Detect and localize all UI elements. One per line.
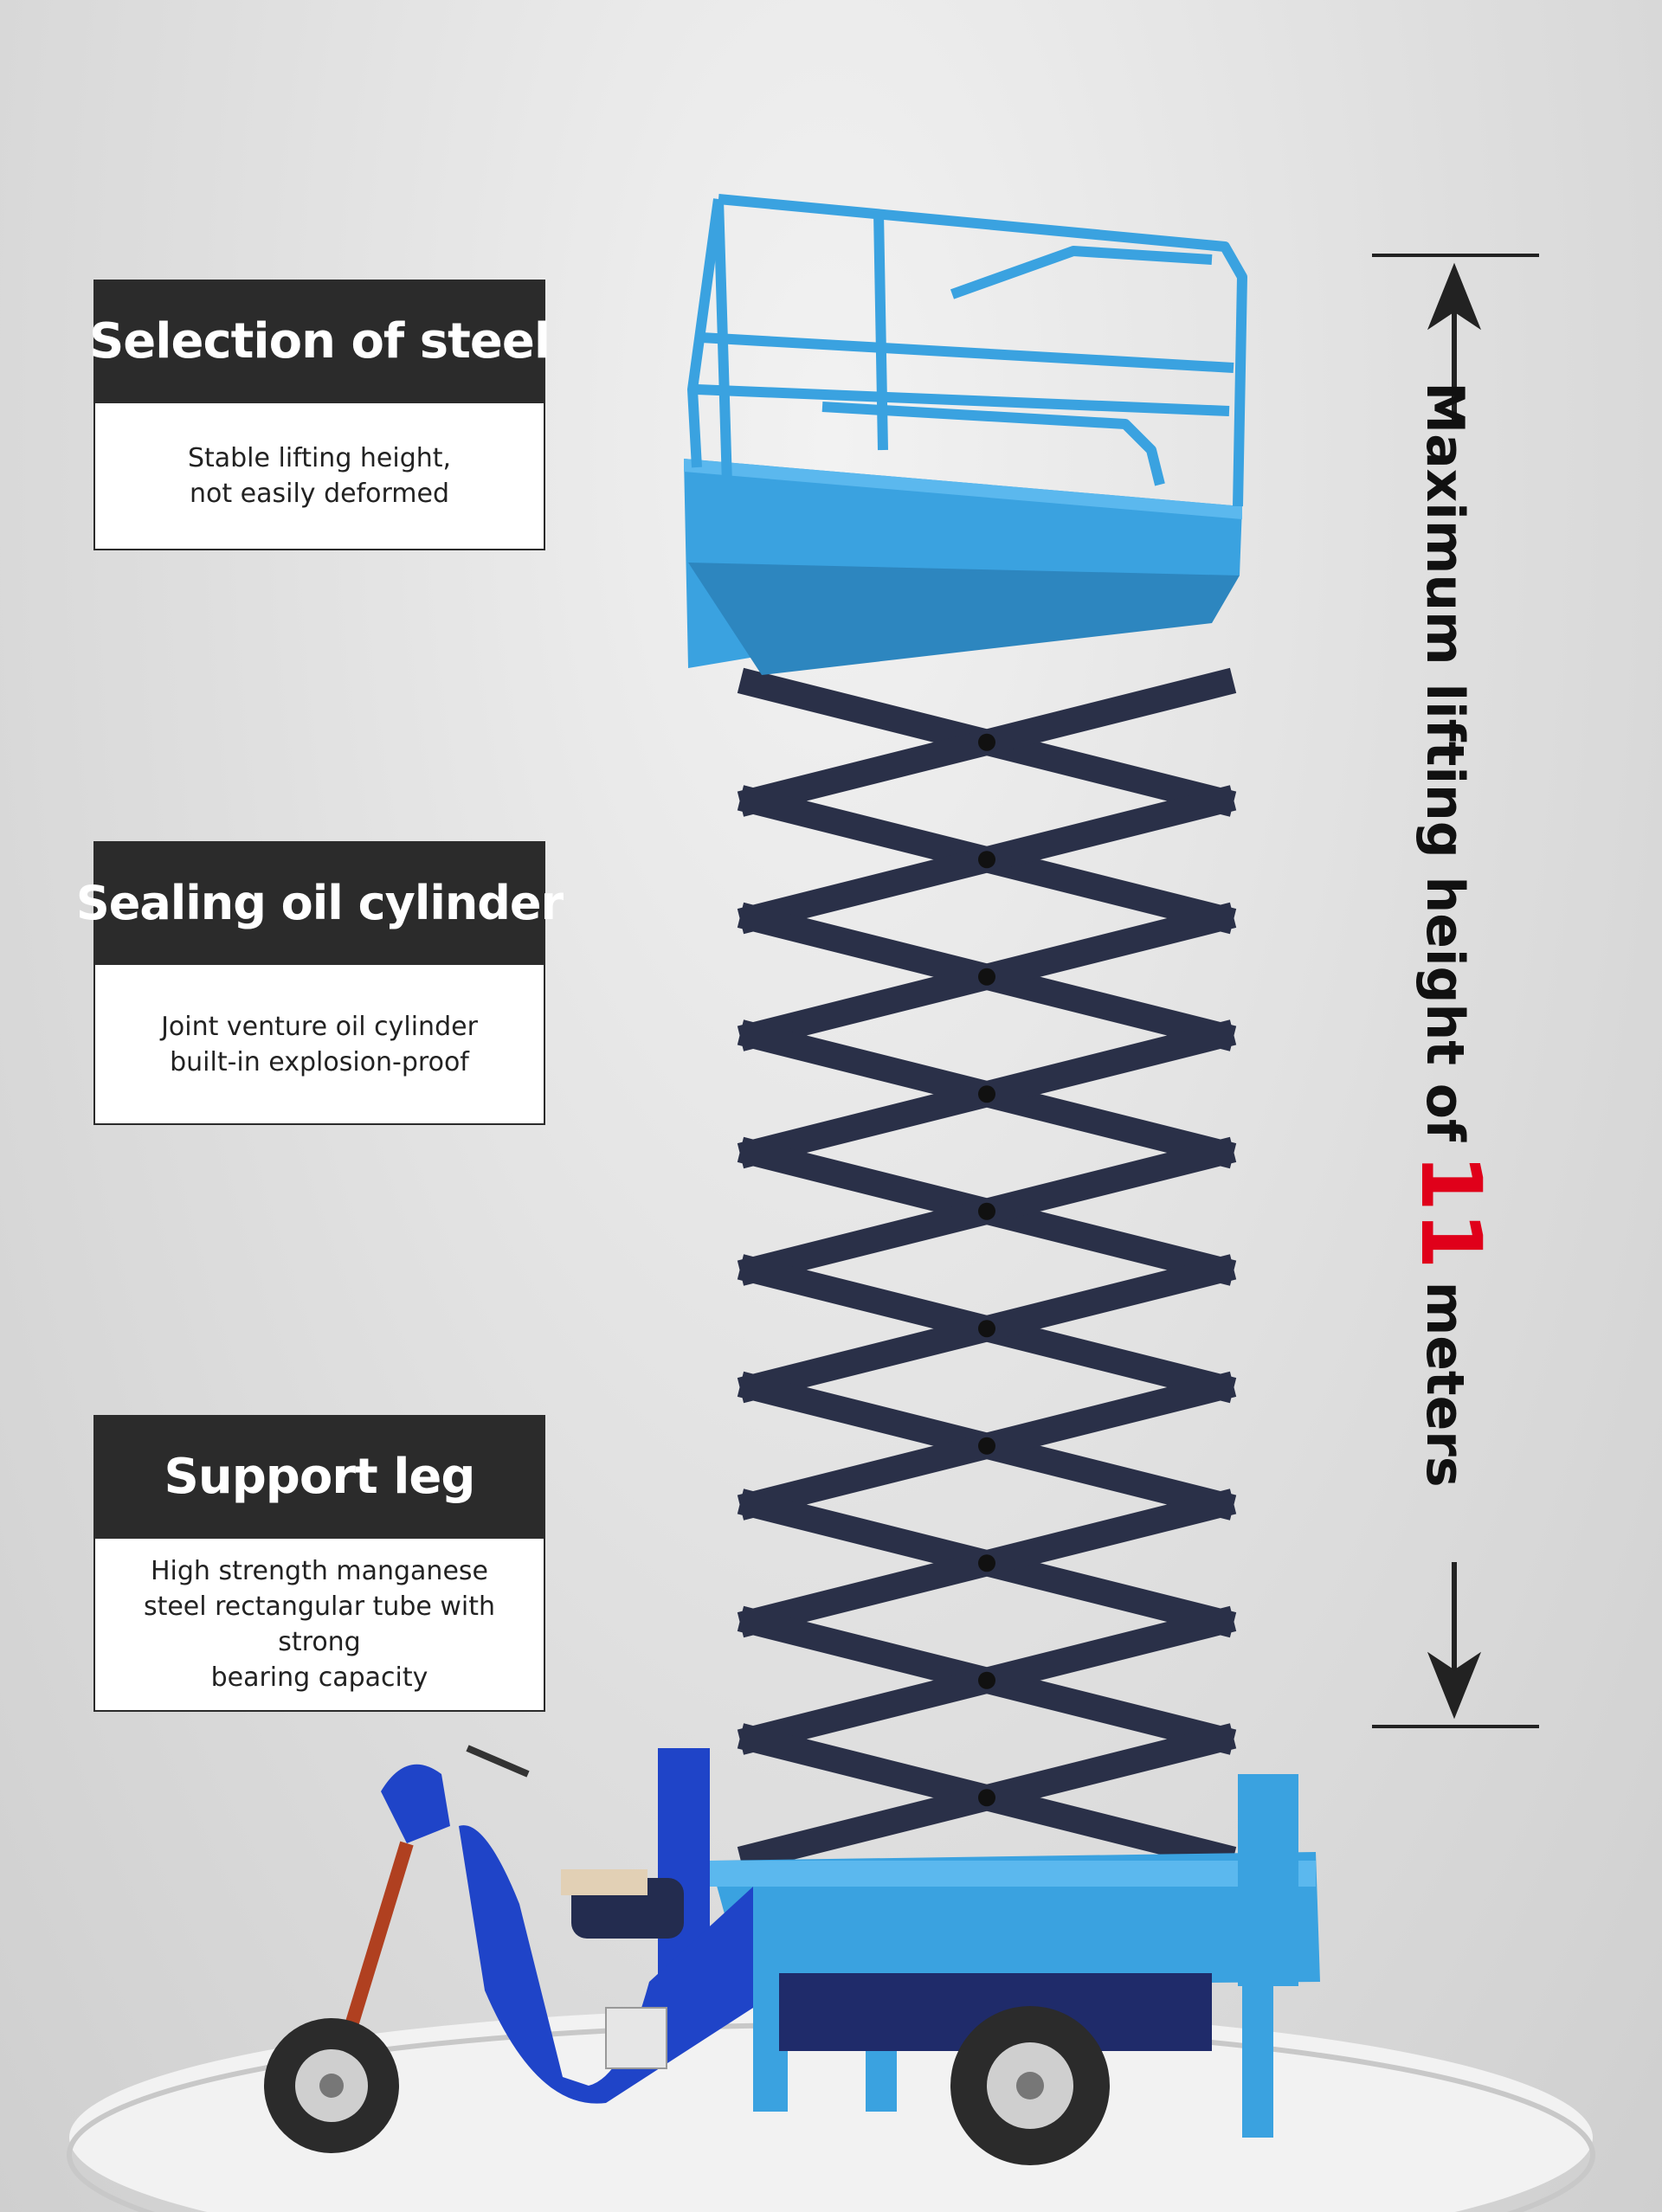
scissor-pivot-pin [978, 1789, 995, 1807]
floor-disc [69, 2008, 1593, 2212]
scissor-pivot-pin [978, 1202, 995, 1220]
feature-title: Sealing oil cylinder [76, 841, 564, 965]
scissor-pivot-pin [978, 1671, 995, 1689]
feature-card-oil-cylinder: Sealing oil cylinder Joint venture oil c… [76, 841, 564, 1125]
tricycle [339, 1745, 1320, 2138]
scissor-pivot-pin [978, 851, 995, 869]
max-height-prefix: Maximum lifting height of [1414, 382, 1475, 1142]
max-height-value: 11 [1402, 1154, 1499, 1270]
feature-description: Joint venture oil cylinder built-in expl… [93, 965, 545, 1125]
scissor-pivot-pin [978, 1085, 995, 1103]
feature-title: Support leg [93, 1415, 545, 1539]
scissor-pivot-pin [978, 968, 995, 986]
feature-description: High strength manganese steel rectangula… [93, 1539, 545, 1712]
scissor-pivot-pin [978, 1320, 995, 1338]
scissor-pivot-pin [978, 1437, 995, 1455]
max-height-unit: meters [1414, 1281, 1475, 1488]
feature-title: Selection of steel [89, 280, 551, 403]
height-dimension-arrows [1372, 254, 1539, 1728]
work-platform [684, 194, 1247, 675]
feature-card-support-leg: Support leg High strength manganese stee… [93, 1415, 545, 1712]
scissor-pivot-pin [978, 1554, 995, 1572]
scissor-arms [737, 667, 1237, 1873]
feature-description: Stable lifting height, not easily deform… [93, 403, 545, 550]
feature-card-steel: Selection of steel Stable lifting height… [89, 280, 551, 550]
max-height-label: Maximum lifting height of 11 meters [1402, 382, 1499, 1487]
wheels [264, 2006, 1110, 2165]
scissor-pivot-pin [978, 733, 995, 751]
